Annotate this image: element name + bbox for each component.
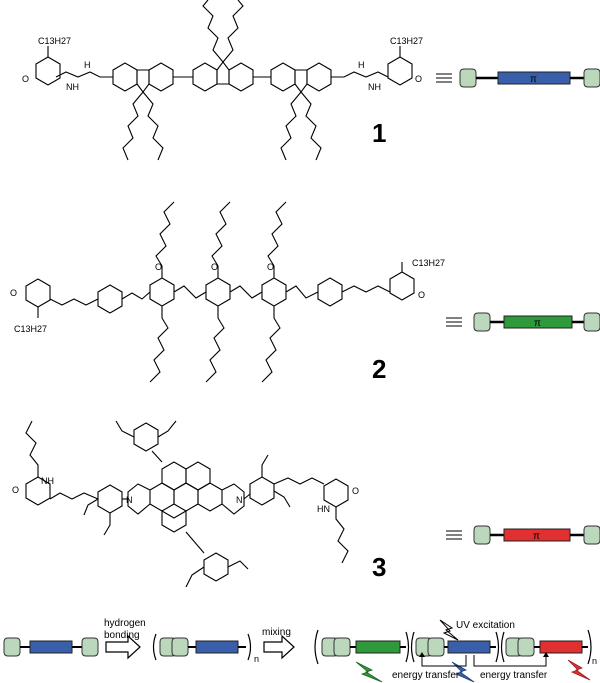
compound-2-atom-o-right: O [418, 290, 425, 300]
compound-3-schematic [446, 525, 600, 545]
compound-3-pi-label: π [533, 531, 540, 542]
compound-2-pi-label: π [534, 318, 541, 329]
compound-3-structure [25, 420, 349, 588]
compound-1-atom-o-right: O [415, 74, 422, 84]
scheme-monomer-pi [29, 640, 73, 654]
compound-2-chain-left: C13H27 [14, 324, 47, 334]
blue-emission-icon [451, 661, 475, 683]
uv-lightning-icon [439, 619, 459, 641]
scheme-repeat-n-2: n [592, 656, 597, 666]
compound-3-atom-n-left: N [126, 495, 133, 505]
compound-1-atom-nh2: NH [368, 82, 381, 92]
scheme-homopolymer-pi [195, 640, 239, 654]
compound-3-number: 3 [372, 552, 386, 582]
compound-1-atom-h2: H [358, 60, 365, 70]
compound-2-atom-o1: O [155, 262, 162, 272]
scheme-uv-label: UV excitation [456, 620, 515, 631]
compound-2-number: 2 [372, 354, 386, 384]
compound-3-atom-hn-right: HN [317, 504, 330, 514]
scheme-label-hydrogen: hydrogen [104, 618, 146, 629]
scheme-red-pi [539, 640, 583, 654]
compound-1-atom-nh1: NH [66, 82, 79, 92]
compound-2-atom-o3: O [267, 262, 274, 272]
compound-1-number: 1 [372, 118, 386, 148]
scheme-repeat-n-1: n [254, 654, 259, 664]
compound-1-chain-right: C13H27 [390, 36, 423, 46]
compound-2-schematic [446, 312, 600, 332]
arrow-hydrogen-bonding [105, 634, 141, 660]
compound-3-atom-o-right: O [352, 486, 359, 496]
compound-1-structure [35, 0, 413, 161]
compound-2-structure [25, 201, 415, 383]
scheme-label-mixing: mixing [262, 627, 291, 638]
compound-1-atom-h1: H [84, 60, 91, 70]
compound-1-atom-o-left: O [22, 74, 29, 84]
green-emission-icon [355, 661, 383, 683]
compound-3-atom-nh-left: NH [41, 476, 54, 486]
compound-1-schematic [436, 68, 600, 88]
compound-3-atom-o-left: O [12, 485, 19, 495]
compound-3-atom-n-right: N [236, 495, 243, 505]
bottom-scheme [3, 619, 592, 683]
compound-2-atom-o2: O [211, 262, 218, 272]
compound-1-chain-left: C13H27 [38, 36, 71, 46]
compound-1-pi-label: π [530, 74, 537, 85]
arrow-mixing [263, 634, 295, 660]
compound-2-atom-o-left: O [10, 288, 17, 298]
red-emission-icon [567, 659, 591, 681]
scheme-blue-pi [447, 640, 491, 654]
scheme-green-pi [355, 640, 401, 654]
scheme-label-bonding: bonding [104, 630, 140, 641]
compound-2-chain-right: C13H27 [412, 258, 445, 268]
scheme-energy-transfer-2: energy transfer [480, 670, 548, 681]
scheme-energy-transfer-1: energy transfer [392, 670, 460, 681]
